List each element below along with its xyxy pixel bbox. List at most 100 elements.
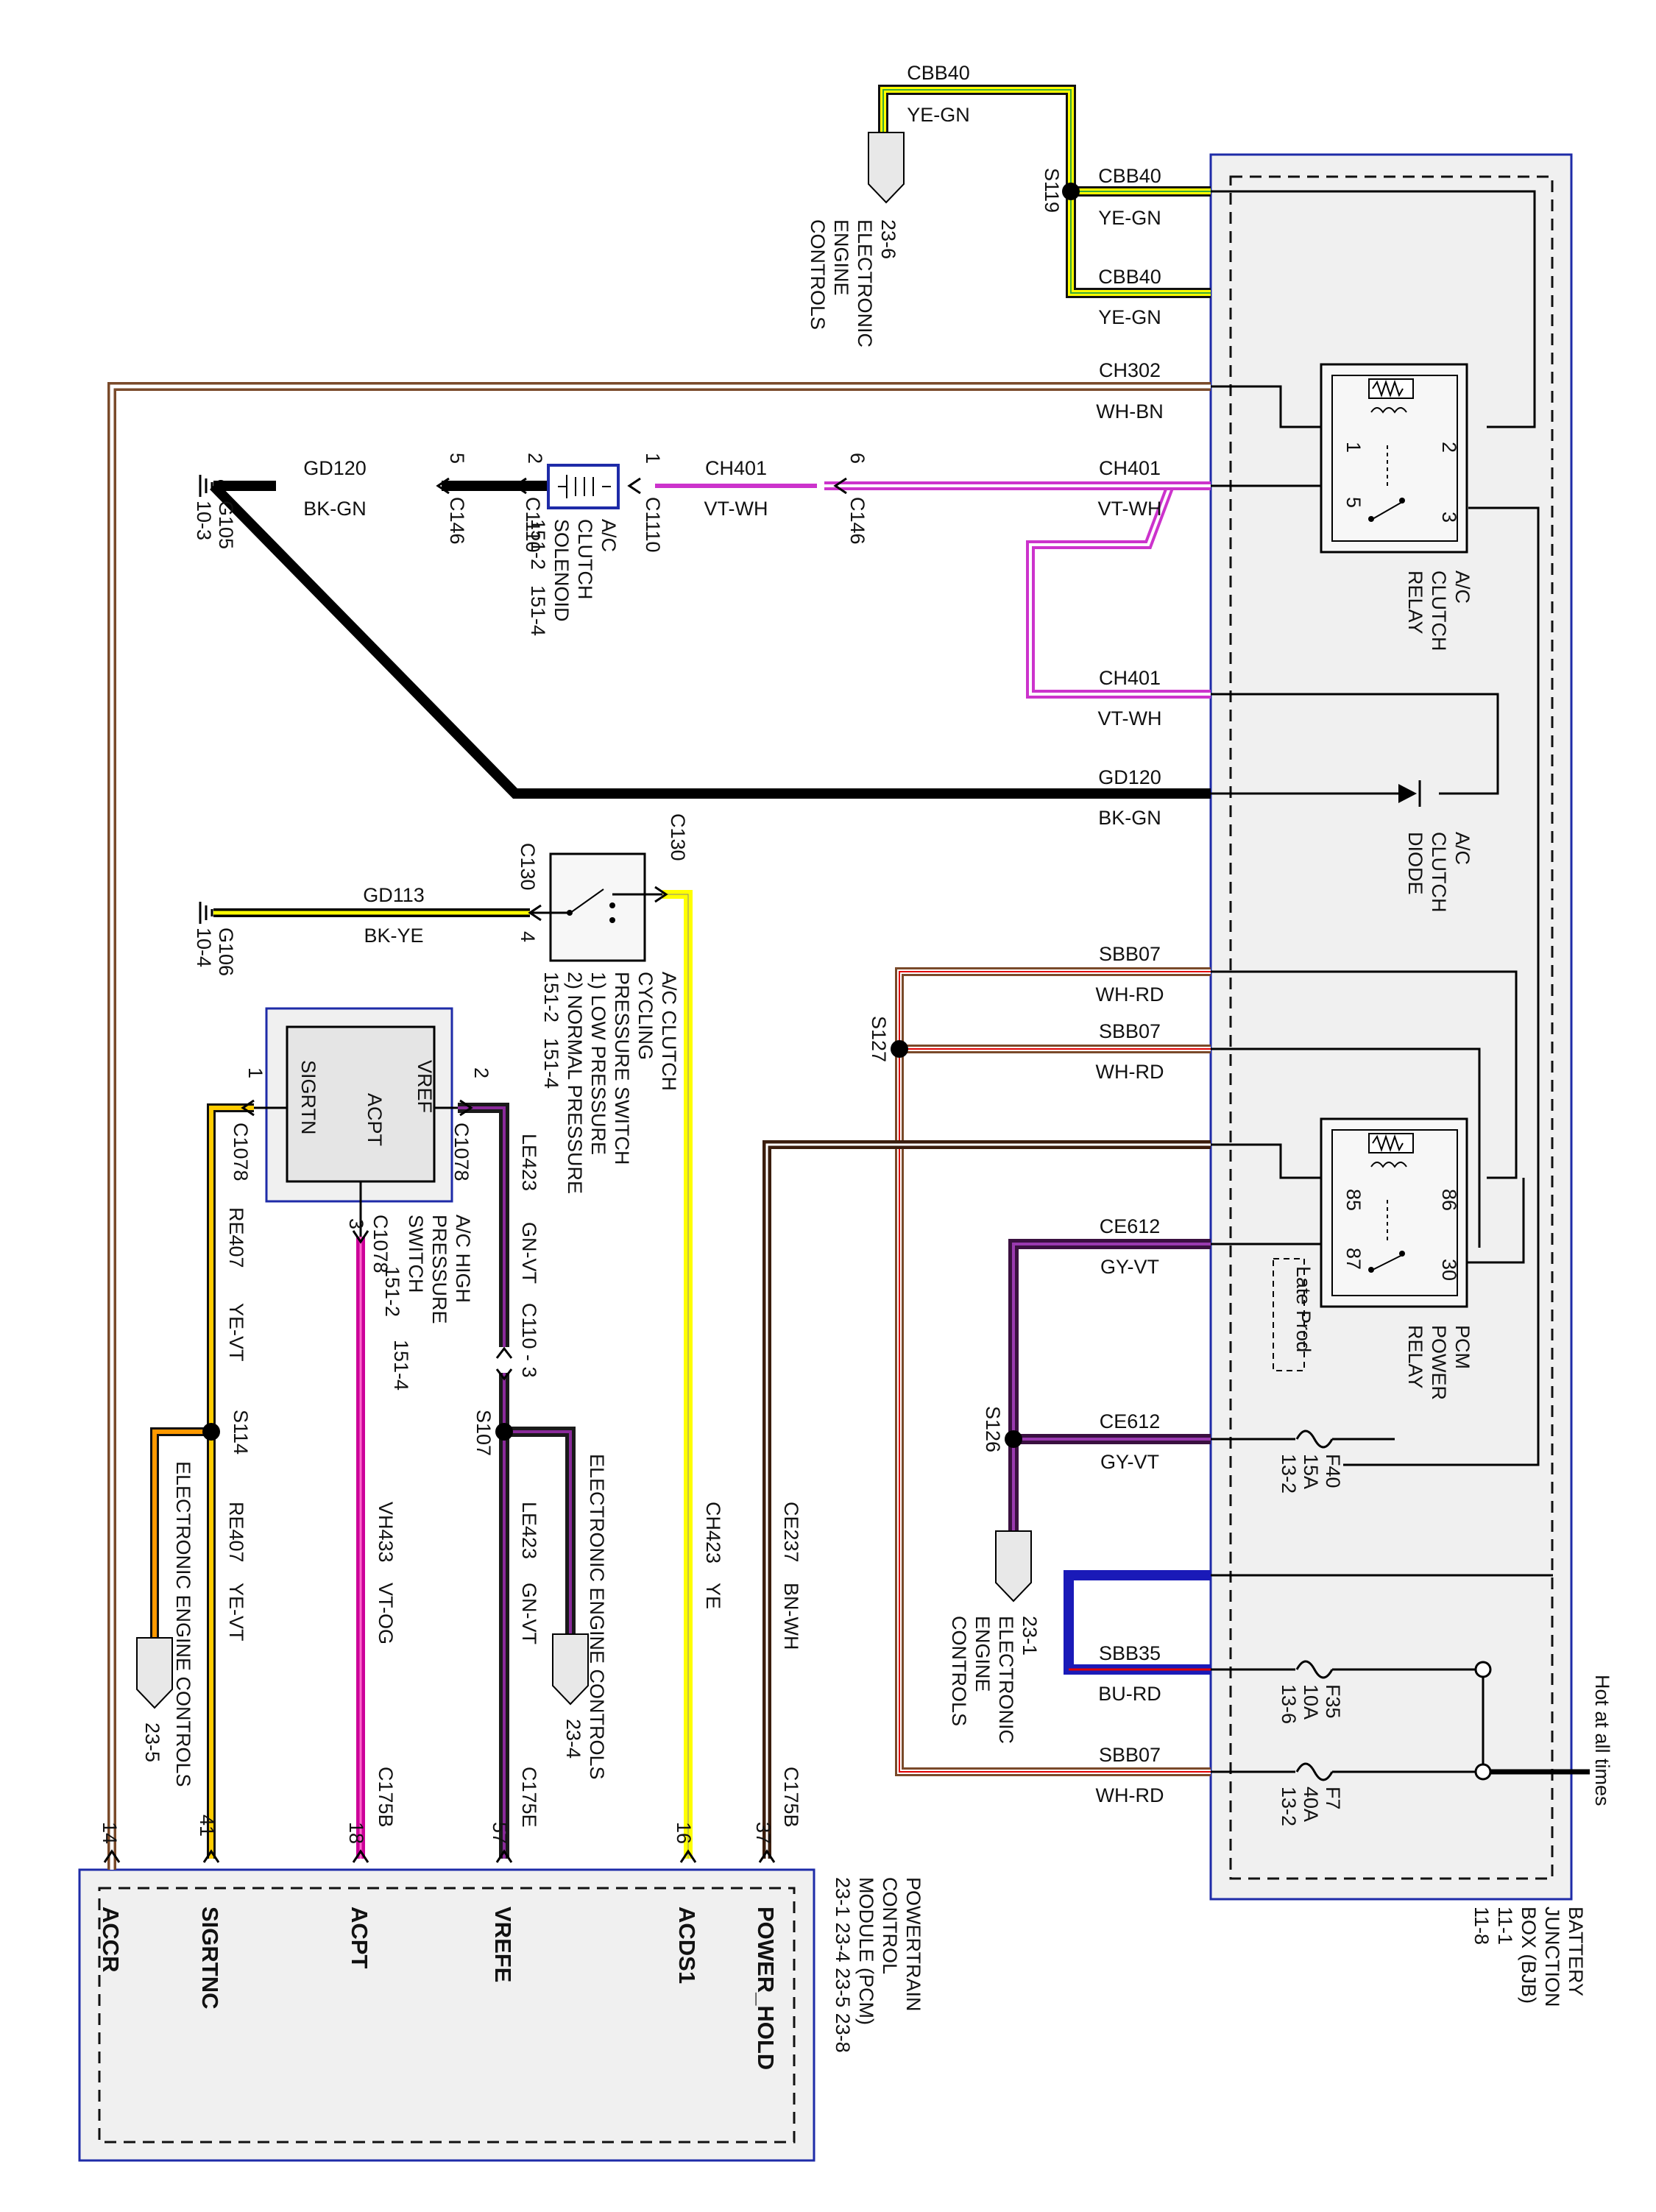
page-ref-label: 23-1 <box>1019 1616 1041 1656</box>
wire-color-label: VT-WH <box>704 498 768 520</box>
wire-color-label: YE <box>702 1583 724 1609</box>
wire-color-label: WH-BN <box>1096 400 1163 423</box>
pcm-power-relay <box>1273 1117 1468 1371</box>
fuse-ref: 13-2 <box>1278 1787 1300 1826</box>
connector-pin: 1 <box>244 1067 266 1078</box>
splice-label: S127 <box>868 1016 890 1062</box>
connector-marks <box>103 477 847 1863</box>
wire-code-label: SBB07 <box>1099 1744 1161 1766</box>
pcm-pin-label: ACDS1 <box>674 1907 700 1984</box>
component-ref: 151-4 <box>527 585 549 636</box>
bjb-name-line: 11-8 <box>1471 1907 1493 1945</box>
ground-g106 <box>199 902 213 924</box>
relay-pin: 5 <box>1342 497 1365 508</box>
wire-color-label: BK-YE <box>364 925 423 947</box>
fuse-ref: 13-2 <box>1278 1454 1300 1494</box>
ref-arrow-23-1 <box>995 1530 1032 1603</box>
splice-g105 <box>215 480 227 492</box>
component-label-line: 1) LOW PRESSURE <box>587 972 609 1155</box>
component-label-line: POWER <box>1428 1325 1450 1400</box>
wire-code-label: CH423 <box>702 1502 724 1563</box>
ac-clutch-relay <box>1320 363 1468 554</box>
wire-ce612 <box>1008 1239 1211 1531</box>
wire-code-label: CH401 <box>1099 457 1161 479</box>
eec-label-line: CONTROLS <box>948 1616 970 1726</box>
wire-le423 <box>458 1103 576 1859</box>
connector-label: C1078 <box>369 1215 392 1273</box>
connector-pin: 6 <box>846 453 868 464</box>
wire-color-label: VT-WH <box>1098 498 1162 520</box>
ac-cycling-pressure-switch <box>530 852 662 962</box>
connector-label: C110 - 3 <box>518 1303 540 1378</box>
relay-pin: 3 <box>1438 512 1460 523</box>
wire-code-label: SBB07 <box>1099 943 1161 965</box>
wire-sbb35 <box>1064 1570 1211 1675</box>
switch-pin-label: VREF <box>414 1060 436 1113</box>
component-label-line: A/C HIGH <box>452 1215 474 1303</box>
relay-pin: 85 <box>1342 1189 1365 1211</box>
fuse-ref: 13-6 <box>1278 1684 1300 1724</box>
fuse-label: F40 <box>1322 1454 1344 1488</box>
wire-code-label: CH302 <box>1099 359 1161 381</box>
splice-s107 <box>495 1423 513 1441</box>
wire-re407 <box>150 1103 254 1859</box>
connector-label: C130 <box>667 813 689 861</box>
wire-code-label: CH401 <box>705 457 767 479</box>
fuse-rating: 15A <box>1300 1454 1322 1489</box>
ac-high-pressure-switch <box>254 1007 458 1237</box>
wire-color-label: BK-GN <box>1098 807 1161 829</box>
wire-color-label: WH-RD <box>1096 983 1164 1006</box>
wire-color-label: YE-GN <box>1098 306 1161 328</box>
connector-label: C146 <box>446 497 468 545</box>
wire-code-label: LE423 <box>518 1502 540 1559</box>
pcm-name-line: POWERTRAIN <box>902 1877 924 2012</box>
component-label-line: PCM <box>1451 1325 1473 1369</box>
eec-label-line: ELECTRONIC ENGINE CONTROLS <box>586 1454 608 1780</box>
wire-code-label: RE407 <box>225 1207 247 1268</box>
fuse-f35 <box>1295 1660 1334 1679</box>
rotated-label-group: S119 23-6 ELECTRONIC ENGINE CONTROLS G10… <box>98 168 1613 2070</box>
page-ref-label: 23-6 <box>877 219 899 259</box>
component-ref: 151-4 <box>540 1038 562 1089</box>
component-label-line: A/C CLUTCH <box>658 972 680 1091</box>
wire-code-label: GD113 <box>363 884 425 906</box>
wire-code-label: CBB40 <box>907 62 970 84</box>
wire-code-label: GD120 <box>303 457 367 479</box>
wire-color-label: BK-GN <box>303 498 367 520</box>
connector-pin: 5 <box>446 453 468 464</box>
component-label-line: CLUTCH <box>1428 570 1450 651</box>
pcm-pin-label: SIGRTNC <box>197 1907 223 2010</box>
connector-label: C175B <box>780 1767 802 1828</box>
component-label-line: SWITCH <box>405 1215 427 1293</box>
connector-pin: 2 <box>470 1067 492 1078</box>
component-label-line: A/C <box>598 519 620 552</box>
wire-ch302 <box>107 382 1211 1870</box>
pcm-pin-label: ACCR <box>98 1907 124 1973</box>
wire-color-label: WH-RD <box>1096 1061 1164 1083</box>
component-ref: 151-2 <box>540 972 562 1022</box>
wire-ce237 <box>762 1140 1211 1859</box>
ac-clutch-solenoid <box>547 464 620 509</box>
component-label-line: RELAY <box>1404 1325 1426 1389</box>
switch-pin-label: SIGRTN <box>297 1060 319 1135</box>
wire-code-label: CBB40 <box>1098 266 1161 288</box>
eec-label-line: ELECTRONIC <box>854 219 876 347</box>
fuse-label: F35 <box>1322 1684 1344 1719</box>
ref-arrow-23-4 <box>552 1633 589 1706</box>
splice-s114 <box>202 1423 220 1441</box>
connector-label: C1110 <box>522 497 544 553</box>
wire-code-label: SBB07 <box>1099 1020 1161 1042</box>
component-label-line: PRESSURE SWITCH <box>611 972 633 1165</box>
wire-label-group: CBB40 YE-GN CBB40 YE-GN CBB40 YE-GN CH30… <box>303 62 1164 1806</box>
component-label-line: CYCLING <box>634 972 657 1060</box>
splice-label: S126 <box>982 1406 1004 1452</box>
connector-label: C1078 <box>450 1123 473 1181</box>
wire-gd120 <box>210 481 1211 799</box>
pcm-pin-label: ACPT <box>347 1907 372 1968</box>
splice-s127 <box>891 1040 908 1058</box>
wire-color-label: YE-GN <box>1098 207 1161 229</box>
splice-label: S114 <box>230 1410 252 1455</box>
pcm-pin-number: 14 <box>99 1822 121 1844</box>
wire-color-label: BU-RD <box>1098 1683 1161 1705</box>
